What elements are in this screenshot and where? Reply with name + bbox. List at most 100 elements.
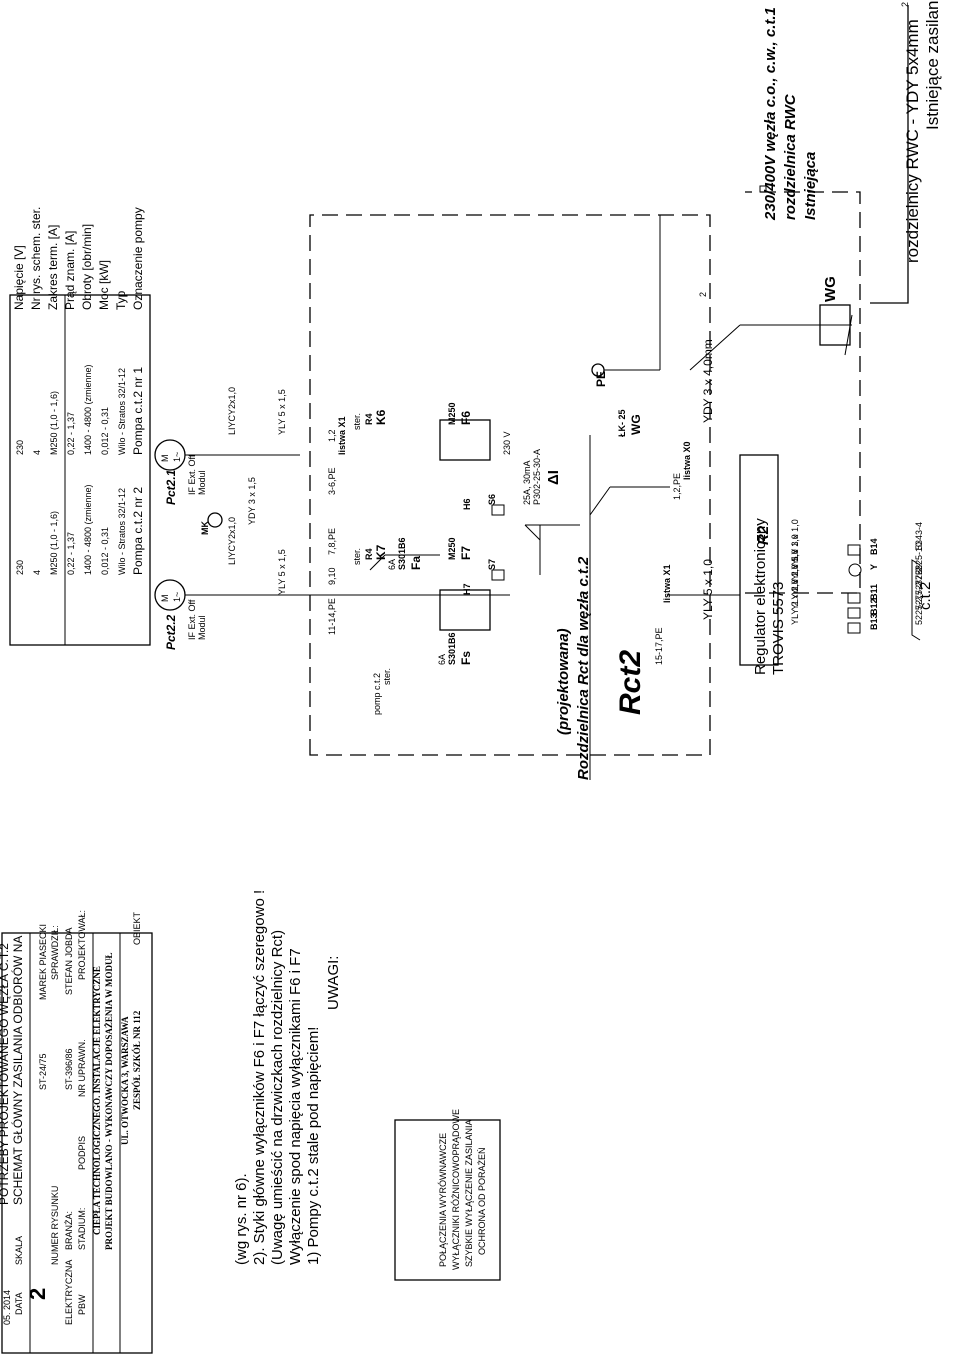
rwc-line1: Istniejąca bbox=[802, 152, 819, 220]
prot-2: SZYBKIE WYŁĄCZENIE ZASILANIA bbox=[464, 1119, 474, 1267]
controller-code: R2 bbox=[755, 525, 772, 545]
rcd-sub2: 25A, 30mA bbox=[522, 460, 532, 505]
tbl-r2c2: 0,012 - 0,31 bbox=[100, 527, 110, 575]
tbl-r5c2: M250 (1,0 - 1,6) bbox=[49, 511, 59, 575]
ctrl-cable-1: YLY 5 x 1,0 bbox=[790, 534, 800, 580]
term-b12: B12 bbox=[869, 598, 879, 615]
tb-obiekt: OBIEKT bbox=[132, 911, 142, 945]
tbl-r2c0: Moc [kW] bbox=[97, 260, 111, 310]
fs-sub2: 6A bbox=[437, 654, 447, 665]
title-block: OBIEKT ZESPÓŁ SZKÓŁ NR 112 UL. OTWOCKA 3… bbox=[0, 910, 153, 1354]
pe-label: PE bbox=[594, 371, 608, 387]
controller-feed-cable: YLY 5 x 1,0 bbox=[701, 559, 715, 620]
tn-5: 5227-2 bbox=[914, 597, 924, 625]
controller-terminals: B14 Y B11 B12 B13 bbox=[869, 538, 879, 630]
tbl-r1c1: Wilo - Stratos 32/1-12 bbox=[117, 368, 127, 455]
tn-1: 5825-10 bbox=[914, 542, 924, 575]
controller-term-numbers: 5343-4 5825-10 3222 5277-2 5277-2 5227-2 bbox=[914, 522, 924, 625]
tbl-r6c0: Nr rys. schem. ster. bbox=[29, 207, 43, 310]
board-title: Rct2 bbox=[614, 650, 647, 715]
tb-checker-nr: ST-24/75 bbox=[38, 1053, 48, 1090]
s7-label: S7 bbox=[487, 559, 497, 570]
pump2-label: Pct2.2 bbox=[164, 614, 178, 650]
ctrl-cable-3: YLY 2 x 1,0 bbox=[790, 564, 800, 610]
wg-top-label: WG bbox=[822, 276, 839, 302]
pump-cable2: YLY 5 x 1,5 bbox=[277, 389, 287, 435]
ct-label: c.t.2 bbox=[917, 582, 934, 610]
wg-board-label: WG bbox=[629, 414, 643, 435]
rwc-line2: rozdzielnica RWC bbox=[782, 93, 799, 220]
tbl-r4c1: 0,22 - 1,37 bbox=[66, 412, 76, 455]
f6-box bbox=[439, 419, 491, 461]
v230-label: 230 V bbox=[502, 431, 512, 455]
pump-cable3: YDY 3 x 1,5 bbox=[247, 477, 257, 525]
tb-stadium: STADIUM: bbox=[77, 1208, 87, 1250]
tb-stadium-v: PBW bbox=[77, 1294, 87, 1315]
supply-leader bbox=[870, 5, 909, 304]
fa-label: Fa bbox=[409, 556, 423, 570]
controller-box bbox=[739, 454, 779, 666]
r4a-label: R4 bbox=[364, 413, 374, 425]
tbl-r3c1: 1400 - 4800 (zmienne) bbox=[83, 364, 93, 455]
pump-cable1: LIYCY2x1,0 bbox=[227, 387, 237, 435]
prot-4: POŁĄCZENIA WYRÓWNAWCZE bbox=[438, 1133, 448, 1267]
f7-label: F7 bbox=[459, 546, 473, 560]
tbl-r6c1: 4 bbox=[32, 450, 42, 455]
tbl-r4c0: Prąd znam. [A] bbox=[63, 231, 77, 310]
ster-a-label: ster. bbox=[352, 413, 362, 430]
fs-label: Fs bbox=[459, 651, 473, 665]
ydy-sup: 2 bbox=[698, 292, 708, 297]
tbl-r5c0: Zakres term. [A] bbox=[46, 225, 60, 310]
f6-label: F6 bbox=[459, 411, 473, 425]
tbl-r1c2: Wilo - Stratos 32/1-12 bbox=[117, 488, 127, 575]
x0-label: listwa X0 bbox=[682, 441, 692, 480]
controller-cables: YLY 3 x 1,0 YLY 5 x 1,0 YLY 2 x 1,0 YLY … bbox=[790, 519, 800, 625]
tb-skala: SKALA bbox=[14, 1236, 24, 1265]
tb-branza: BRANŻA: bbox=[64, 1211, 74, 1250]
pump1-m: M bbox=[160, 455, 170, 463]
ster-b-label: ster. bbox=[352, 548, 362, 565]
x1-t5: 11-14,PE bbox=[327, 598, 337, 635]
term-b11: B11 bbox=[869, 584, 879, 600]
tb-numer-rys: NUMER RYSUNKU bbox=[50, 1186, 60, 1265]
tb-project1: PROJEKT BUDOWLANO - WYKONAWCZY DOPOSAŻEN… bbox=[104, 952, 114, 1250]
h6-label: H6 bbox=[462, 498, 472, 510]
tbl-r5c1: M250 (1,0 - 1,6) bbox=[49, 391, 59, 455]
tb-data: DATA bbox=[14, 1292, 24, 1315]
note-4: 2). Styki główne wyłączników F6 i F7 łąc… bbox=[251, 890, 268, 1265]
tb-rys-no: 2 bbox=[25, 1288, 50, 1300]
pump1-ph: 1~ bbox=[172, 452, 182, 462]
x1-t2: 3-6,PE bbox=[327, 467, 337, 495]
board-caption-2: (projektowana) bbox=[555, 628, 572, 735]
k6-label: K6 bbox=[374, 409, 388, 425]
tbl-r7c0: Napięcie [V] bbox=[12, 245, 26, 310]
ctrl-cable-4: YLY 2 x 1,0 bbox=[790, 579, 800, 625]
tn-4: 5277-2 bbox=[914, 582, 924, 610]
pump-cable4: LIYCY2x1,0 bbox=[227, 517, 237, 565]
tbl-r3c0: Obroty [obr/min] bbox=[80, 224, 94, 310]
tb-data-v: 05. 2014 bbox=[2, 1290, 12, 1325]
tbl-r7c1: 230 bbox=[15, 440, 25, 455]
term-y: Y bbox=[869, 564, 879, 570]
pump2-modul: Modul bbox=[197, 615, 207, 640]
fa-sub1: S301B6 bbox=[397, 537, 407, 570]
tbl-r3c2: 1400 - 4800 (zmienne) bbox=[83, 484, 93, 575]
tb-checker: MAREK PIASECKI bbox=[38, 924, 48, 1000]
tb-sprawdzil: SPRAWDZIŁ: bbox=[50, 925, 60, 980]
tb-obiekt2: UL. OTWOCKA 3, WARSZAWA bbox=[120, 1016, 130, 1145]
protection-box bbox=[394, 1119, 501, 1281]
tb-title2: POTRZEBY PROJEKTOWANEGO WĘZŁA C.T.2 bbox=[0, 943, 11, 1205]
note-5: (wg rys. nr 6). bbox=[233, 1173, 250, 1265]
wg-board-sub: ŁK- 25 bbox=[617, 409, 627, 437]
mk-circle bbox=[207, 512, 223, 528]
tb-designer-nr: ST-396/86 bbox=[64, 1048, 74, 1090]
tn-0: 5343-4 bbox=[914, 522, 924, 550]
rcd-sub1: P302-25-30-A bbox=[532, 449, 542, 505]
x1-t1: 1,2 bbox=[327, 429, 337, 442]
tb-obiekt1: ZESPÓŁ SZKÓŁ NR 112 bbox=[132, 1010, 142, 1110]
rct2-dashed-frame bbox=[309, 214, 711, 756]
f7-box bbox=[439, 589, 491, 631]
ydy-cable-label: YDY 3 x 4,0mm bbox=[701, 339, 715, 423]
pump1-label: Pct2.1 bbox=[164, 469, 178, 505]
